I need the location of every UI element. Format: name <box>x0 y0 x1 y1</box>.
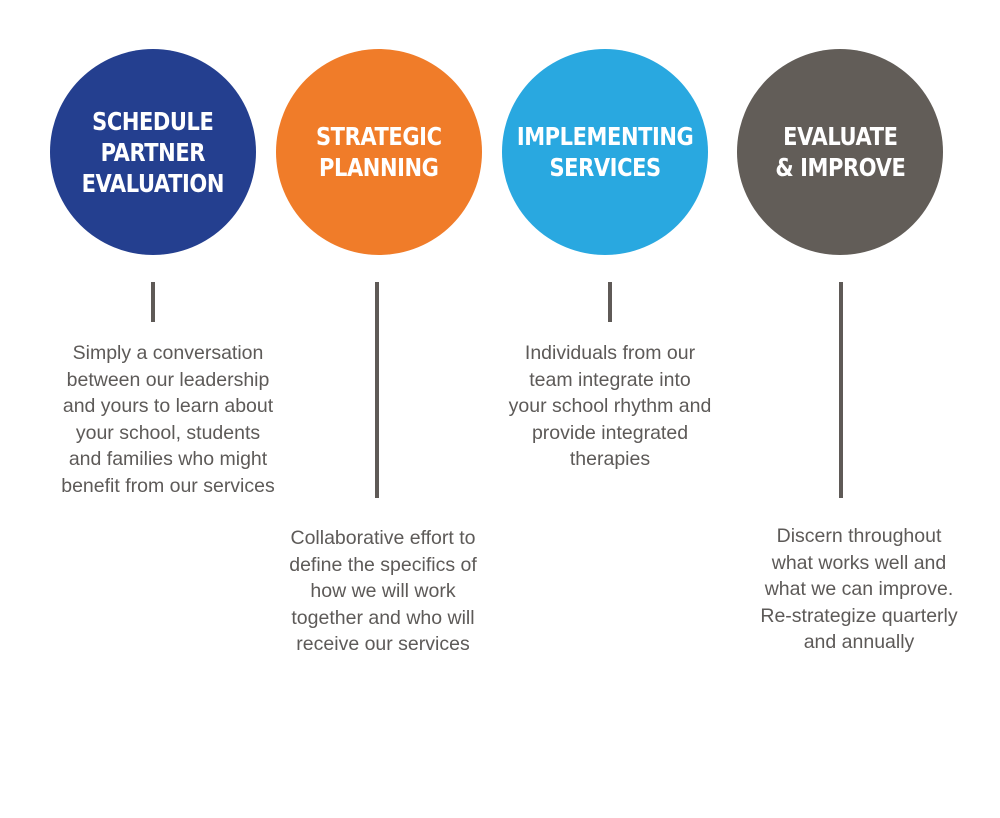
step-4-title: EVALUATE & IMPROVE <box>774 122 905 182</box>
step-2-circle: STRATEGIC PLANNING <box>276 49 482 255</box>
step-4-connector-line <box>839 282 843 498</box>
step-2-connector-line <box>375 282 379 498</box>
step-4-description: Discern throughout what works well and w… <box>760 525 958 653</box>
step-3-title: IMPLEMENTING SERVICES <box>516 122 694 182</box>
step-1-connector-line <box>151 282 155 322</box>
step-2-description: Collaborative effort to define the speci… <box>289 527 477 655</box>
step-1-title: SCHEDULE PARTNER EVALUATION <box>81 106 225 198</box>
step-1-circle: SCHEDULE PARTNER EVALUATION <box>50 49 256 255</box>
step-2-title: STRATEGIC PLANNING <box>316 122 442 182</box>
step-3-description: Individuals from our team integrate into… <box>508 342 712 470</box>
step-4-circle: EVALUATE & IMPROVE <box>737 49 943 255</box>
step-3-connector-line <box>608 282 612 322</box>
step-3-circle: IMPLEMENTING SERVICES <box>502 49 708 255</box>
step-1-description: Simply a conversation between our leader… <box>61 342 275 497</box>
